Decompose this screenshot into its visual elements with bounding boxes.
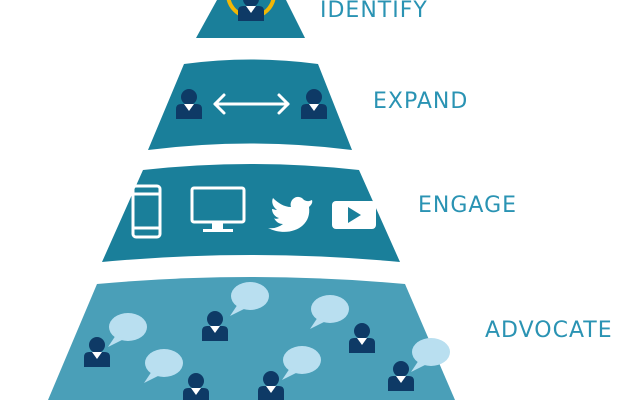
tier-advocate — [48, 277, 455, 400]
tier-label-advocate: ADVOCATE — [485, 318, 613, 343]
double-arrow-icon — [213, 93, 290, 115]
twitter-bird-icon — [268, 196, 313, 232]
tier-engage — [102, 164, 400, 262]
video-play-icon — [332, 201, 376, 229]
desktop-monitor-icon — [190, 186, 246, 232]
tier-expand — [148, 59, 352, 150]
tier-label-identify: IDENTIFY — [320, 0, 428, 23]
tier-engage-shape — [102, 164, 400, 262]
tier-label-engage: ENGAGE — [418, 193, 518, 218]
tier-identify — [196, 0, 305, 38]
smartphone-icon — [131, 184, 162, 239]
tier-label-expand: EXPAND — [373, 89, 469, 114]
